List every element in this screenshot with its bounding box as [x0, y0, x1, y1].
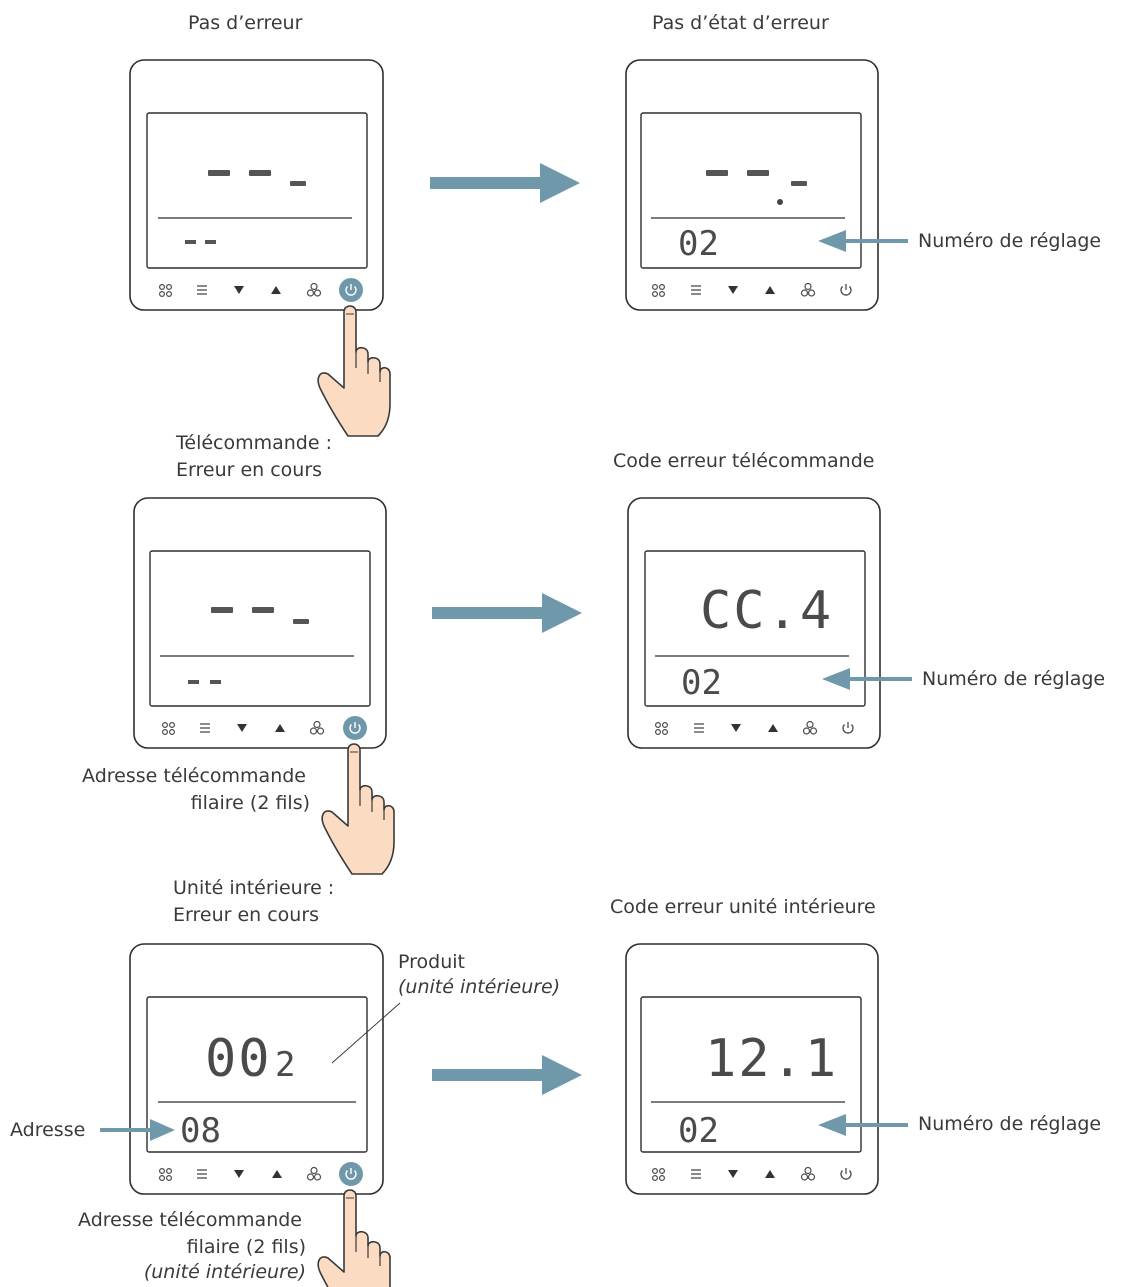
caption-remote-address-line1: Adresse télécommande	[82, 765, 306, 787]
caption-setting-number: Numéro de réglage	[922, 668, 1106, 690]
lcd-dot	[777, 199, 783, 205]
caption-remote-address-line2: filaire (2 fils)	[190, 792, 310, 814]
lcd-dash	[208, 170, 230, 176]
caption-product: Produit	[398, 951, 465, 973]
lcd-dash	[252, 607, 274, 613]
lcd-dash	[211, 607, 233, 613]
device-remote-error	[133, 497, 387, 749]
lcd-dash	[290, 181, 306, 186]
hand-pointer-icon	[321, 743, 395, 875]
arrow-address-icon	[100, 1119, 175, 1141]
lcd-small-dash	[205, 240, 216, 244]
caption-remote-error-line1: Télécommande :	[176, 432, 332, 454]
caption-setting-number: Numéro de réglage	[918, 1113, 1102, 1135]
caption-indoor-address-line2: filaire (2 fils)	[186, 1236, 306, 1258]
caption-indoor-error-line1: Unité intérieure :	[173, 877, 335, 899]
lcd-small-dash	[210, 680, 221, 684]
lcd-dash	[706, 170, 728, 176]
lcd-dash	[791, 181, 807, 186]
lcd-address: 08	[180, 1111, 221, 1151]
lcd-error-code: 12.1	[705, 1029, 838, 1089]
lcd-dash	[249, 170, 271, 176]
caption-no-error: Pas d’erreur	[188, 12, 303, 34]
device-no-error	[129, 59, 384, 311]
caption-remote-error-code: Code erreur télécommande	[613, 450, 875, 472]
power-icon[interactable]	[338, 1161, 364, 1187]
hand-pointer-icon	[317, 305, 391, 437]
lcd-product-number: 00	[205, 1029, 272, 1089]
caption-indoor-address-line3: (unité intérieure)	[143, 1261, 306, 1283]
device-indoor-error-code: 12.1 02	[625, 943, 879, 1195]
lcd-setting-number: 02	[678, 1111, 719, 1151]
caption-remote-error-line2: Erreur en cours	[176, 459, 323, 481]
caption-address: Adresse	[10, 1119, 86, 1141]
lcd-product-suffix: 2	[275, 1045, 295, 1085]
caption-indoor-address-line1: Adresse télécommande	[78, 1209, 302, 1231]
lcd-small-dash	[185, 240, 196, 244]
device-no-error-state: 02	[625, 59, 879, 311]
device-indoor-error: 00 2 08	[129, 943, 384, 1195]
device-remote-error-code: CC.4 02	[627, 497, 881, 749]
arrow-right-icon	[430, 163, 580, 203]
lcd-setting-number: 02	[678, 224, 719, 264]
lcd-small-dash	[188, 680, 199, 684]
caption-product-sub: (unité intérieure)	[398, 976, 561, 998]
arrow-right-icon	[432, 593, 582, 633]
power-icon[interactable]	[338, 277, 364, 303]
caption-setting-number: Numéro de réglage	[918, 230, 1102, 252]
lcd-error-code: CC.4	[700, 581, 833, 641]
lcd-dash	[747, 170, 769, 176]
caption-indoor-error-line2: Erreur en cours	[173, 904, 320, 926]
lcd-dash	[293, 619, 309, 624]
power-icon[interactable]	[342, 715, 368, 741]
caption-indoor-error-code: Code erreur unité intérieure	[610, 896, 876, 918]
lcd-setting-number: 02	[681, 663, 722, 703]
arrow-right-icon	[432, 1055, 582, 1095]
product-leader-line	[331, 1002, 401, 1064]
caption-no-error-state: Pas d’état d’erreur	[652, 12, 829, 34]
hand-pointer-icon	[317, 1189, 391, 1287]
